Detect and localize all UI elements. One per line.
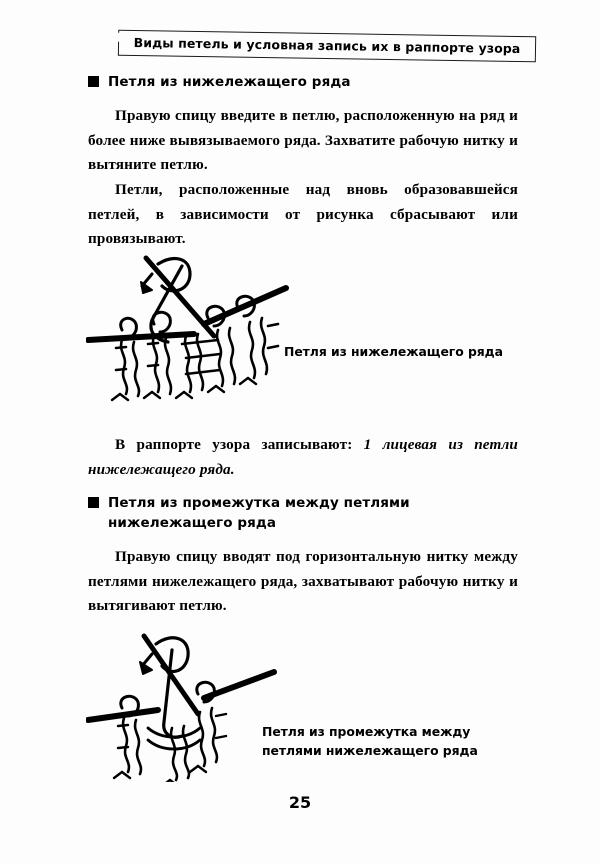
page-number: 25 [288,793,312,812]
figure-caption-line-2: петлями нижележащего ряда [262,743,478,758]
figure-caption-line-1: Петля из промежутка между [262,724,471,739]
paragraph-insert-needle-under-strand: Правую спицу вводят под горизонтальную н… [88,548,518,615]
section-heading-line-1: Петля из промежутка между петлями [108,495,410,511]
running-header-title: Виды петель и условная запись их в раппо… [133,34,521,57]
section-heading-line-2: нижележащего ряда [108,515,277,531]
section-heading-text: Петля из промежутка между петлями нижеле… [108,493,410,533]
section-heading-text: Петля из нижележащего ряда [108,72,351,92]
section-heading-line-1: Петля из нижележащего ряда [108,74,351,90]
notation-prefix: В раппорте узора записывают: [115,436,364,453]
running-header: Виды петель и условная запись их в раппо… [117,29,537,67]
paragraph-loops-above-new-loop: Петли, расположенные над вновь образовав… [88,181,518,248]
black-square-bullet-icon [88,76,99,87]
section-heading-loop-from-gap: Петля из промежутка между петлями нижеле… [88,493,410,533]
figure-caption-loop-from-gap: Петля из промежутка между петлями нижеле… [262,722,478,760]
black-square-bullet-icon [88,497,99,508]
paragraph-pattern-notation: В раппорте узора записывают: 1 лицевая и… [88,433,518,482]
figure-caption-loop-from-row-below: Петля из нижележащего ряда [284,342,503,361]
figure-loop-from-row-below [86,252,308,404]
section-heading-loop-from-row-below: Петля из нижележащего ряда [88,72,351,92]
notation-italic: 1 лицевая из петли нижележащего ряда. [88,436,519,478]
figure-caption-line-1: Петля из нижележащего ряда [284,344,503,359]
paragraph-insert-right-needle: Правую спицу введите в петлю, расположен… [88,107,518,174]
figure-loop-from-gap [86,622,282,782]
